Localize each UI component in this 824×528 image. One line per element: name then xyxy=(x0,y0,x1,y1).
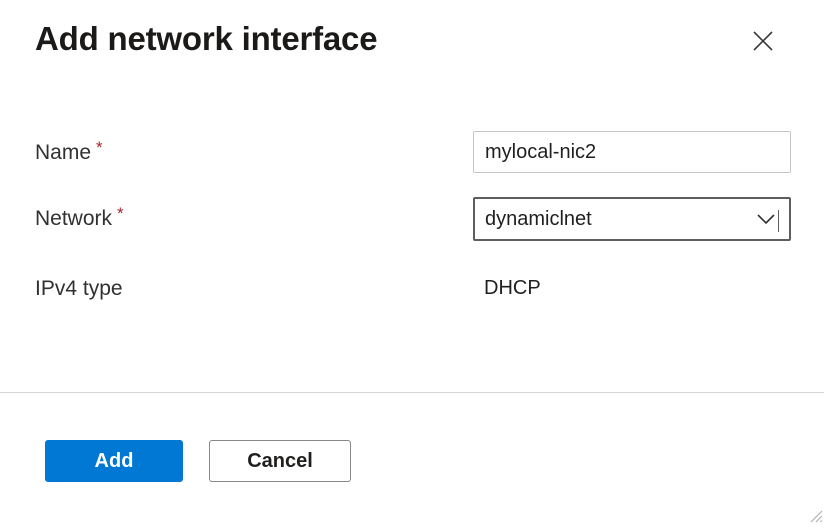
field-control-name xyxy=(473,131,791,173)
label-network: Network * xyxy=(35,197,124,239)
form-row-name: Name * xyxy=(0,131,824,173)
name-input[interactable] xyxy=(473,131,791,173)
label-name: Name * xyxy=(35,131,103,173)
network-dropdown[interactable]: dynamiclnet xyxy=(473,197,791,241)
label-ipv4-type: IPv4 type xyxy=(35,267,123,309)
footer-divider xyxy=(0,392,824,393)
close-icon xyxy=(752,30,774,52)
form-area: Name * Network * dynamiclnet xyxy=(0,96,824,392)
resize-grip[interactable] xyxy=(807,507,823,523)
ipv4-type-value: DHCP xyxy=(484,277,541,299)
field-control-ipv4-type: DHCP xyxy=(473,267,791,309)
label-network-text: Network xyxy=(35,206,113,230)
close-button[interactable] xyxy=(745,23,781,59)
form-row-ipv4-type: IPv4 type DHCP xyxy=(0,267,824,309)
label-name-text: Name xyxy=(35,140,92,164)
required-asterisk: * xyxy=(96,137,103,157)
label-ipv4-type-text: IPv4 type xyxy=(35,276,123,300)
text-cursor xyxy=(778,210,779,232)
field-control-network: dynamiclnet xyxy=(473,197,791,241)
network-dropdown-value: dynamiclnet xyxy=(485,208,592,230)
add-button[interactable]: Add xyxy=(45,440,183,482)
page-title: Add network interface xyxy=(35,20,378,57)
panel-header: Add network interface xyxy=(0,0,824,96)
panel-footer: Add Cancel xyxy=(0,393,824,524)
required-asterisk: * xyxy=(117,203,124,223)
form-row-network: Network * dynamiclnet xyxy=(0,197,824,241)
cancel-button[interactable]: Cancel xyxy=(209,440,351,482)
